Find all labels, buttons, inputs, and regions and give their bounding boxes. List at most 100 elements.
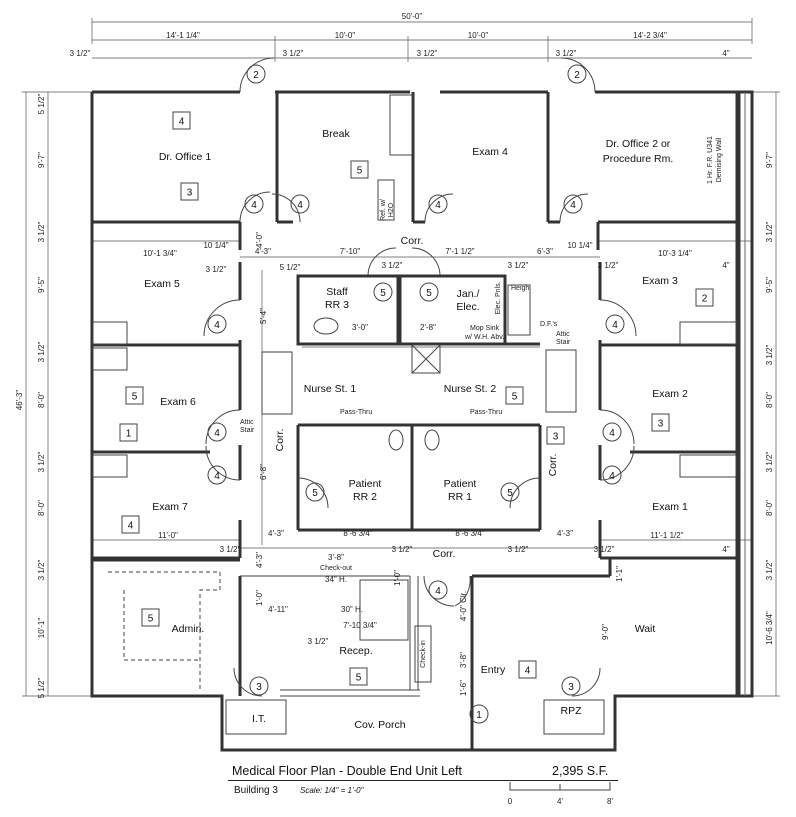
room-label: Admin. xyxy=(172,623,205,635)
scale-label-0: 0 xyxy=(508,797,513,806)
door-tag: 5 xyxy=(507,488,513,499)
dim-text: 1'-6" xyxy=(459,680,468,696)
wall-tag: 5 xyxy=(148,614,154,625)
dim-text: 9'-7" xyxy=(37,152,46,168)
scale-label-4: 4' xyxy=(557,797,563,806)
room-label: Corr. xyxy=(274,429,286,452)
dim-text: 3 1/2" xyxy=(37,222,46,243)
room-label: Exam 6 xyxy=(160,396,196,408)
room-label: Patient xyxy=(444,478,477,490)
dim-text: 4'-3" xyxy=(268,529,284,538)
room-label: Exam 3 xyxy=(642,275,678,287)
dim-text: 3 1/2" xyxy=(556,49,577,58)
dim-text: 10'-0" xyxy=(468,31,489,40)
dim-text: 30" H. xyxy=(341,605,363,614)
dim-text: 4'-0" Clr. xyxy=(459,591,468,621)
door-tag: 4 xyxy=(609,471,615,482)
dim-text: 10'-6 3/4" xyxy=(765,611,774,645)
room-label: I.T. xyxy=(252,713,266,725)
door-tag: 4 xyxy=(609,428,615,439)
note-pass-thru: Pass-Thru xyxy=(470,409,502,416)
room-label: Elec. xyxy=(456,301,479,313)
room-label: Recep. xyxy=(339,645,372,657)
room-label: Jan./ xyxy=(457,288,480,300)
dim-text: 1'-0" xyxy=(255,590,264,606)
door-tag: 4 xyxy=(612,320,618,331)
dim-text: 3 1/2" xyxy=(37,342,46,363)
door-tag: 4 xyxy=(214,471,220,482)
dim-text: 1'-1" xyxy=(615,566,624,582)
dim-text: 5 1/2" xyxy=(280,263,301,272)
door-tag: 4 xyxy=(435,200,441,211)
dim-text: 3 1/2" xyxy=(594,545,615,554)
note-elec-panels: Elec. Pnls. xyxy=(495,281,502,314)
door-tag: 4 xyxy=(297,200,303,211)
door-tags: 2 2 4 4 4 4 4 4 4 4 4 4 5 5 5 5 4 3 3 1 xyxy=(207,64,625,724)
room-label: Exam 2 xyxy=(652,388,688,400)
dim-text: 10'-3 1/4" xyxy=(658,249,692,258)
wall-tag: 4 xyxy=(179,117,185,128)
dim-text: 5'-4" xyxy=(259,308,268,324)
dim-text: 4'-0" xyxy=(255,232,264,248)
note-mop-sink: Mop Sink xyxy=(470,325,500,332)
drawing-title: Medical Floor Plan - Double End Unit Lef… xyxy=(232,764,462,778)
dim-text: 10 1/4" xyxy=(567,241,592,250)
dim-text: 7'-10 3/4" xyxy=(343,621,377,630)
title-divider xyxy=(228,780,618,781)
wall-tag: 3 xyxy=(658,419,664,430)
door-tag: 3 xyxy=(256,682,262,693)
wall-tag: 5 xyxy=(356,673,362,684)
door-tag: 4 xyxy=(214,428,220,439)
dim-text: 8'-0" xyxy=(765,392,774,408)
room-label: Staff xyxy=(326,286,347,298)
room-label: Corr. xyxy=(401,235,424,247)
dim-overall-width: 50'-0" xyxy=(402,12,423,21)
room-label: Corr. xyxy=(433,548,456,560)
dim-text: 8'-6 3/4" xyxy=(455,529,484,538)
note-attic-stair: Stair xyxy=(240,427,255,434)
dim-text: 8'-6 3/4" xyxy=(343,529,372,538)
room-label: Exam 5 xyxy=(144,278,180,290)
room-label: Dr. Office 1 xyxy=(159,151,211,163)
door-tag: 5 xyxy=(426,288,432,299)
note-demising-wall: 1 Hr. F.R. U341 xyxy=(707,136,714,184)
dim-text: 3 1/2" xyxy=(70,49,91,58)
wall-tag: 5 xyxy=(357,166,363,177)
dim-text: 8'-0" xyxy=(37,392,46,408)
dim-text: 6'-8" xyxy=(259,464,268,480)
dim-text: 3 1/2" xyxy=(417,49,438,58)
dim-text: 5 1/2" xyxy=(37,94,46,115)
dim-text: 7'-10" xyxy=(340,247,361,256)
dimension-texts: 50'-0" 14'-1 1/4" 10'-0" 10'-0" 14'-2 3/… xyxy=(15,12,774,698)
dim-text: 4'-11" xyxy=(268,605,288,614)
note-drinking-fountains: D.F.'s xyxy=(540,321,558,328)
annotations: Check-out Check-in Mop Sink w/ W.H. Abv.… xyxy=(240,136,723,668)
room-label: Entry xyxy=(481,664,506,676)
room-label: Exam 4 xyxy=(472,146,508,158)
dim-text: 14'-1 1/4" xyxy=(166,31,200,40)
room-label: Dr. Office 2 or xyxy=(606,138,671,150)
door-tag: 5 xyxy=(380,288,386,299)
dim-text: 3 1/2" xyxy=(598,261,619,270)
dim-overall-depth: 46'-3" xyxy=(15,390,24,411)
room-label: Procedure Rm. xyxy=(603,153,674,165)
note-check-in: Check-in xyxy=(420,640,427,668)
dim-text: 14'-2 3/4" xyxy=(633,31,667,40)
scale-text: Scale: 1/4" = 1'-0" xyxy=(300,786,364,795)
dim-text: 3'-8" xyxy=(328,553,344,562)
note-refrigerator: Ref. w/ xyxy=(380,199,387,221)
room-label: Nurse St. 2 xyxy=(444,383,497,395)
dim-text: 9'-5" xyxy=(765,277,774,293)
title-block: Medical Floor Plan - Double End Unit Lef… xyxy=(222,758,622,803)
door-tag: 1 xyxy=(476,710,482,721)
note-demising-wall: Demising Wall xyxy=(716,137,723,182)
note-attic-stair: Stair xyxy=(556,339,571,346)
dim-text: 3 1/2" xyxy=(382,261,403,270)
scale-bar: 0 4' 8' xyxy=(508,782,613,806)
room-label: Break xyxy=(322,128,350,140)
dim-text: 3 1/2" xyxy=(308,637,329,646)
room-label: RR 1 xyxy=(448,491,472,503)
wall-tag: 5 xyxy=(132,392,138,403)
wall-tag: 2 xyxy=(702,294,708,305)
